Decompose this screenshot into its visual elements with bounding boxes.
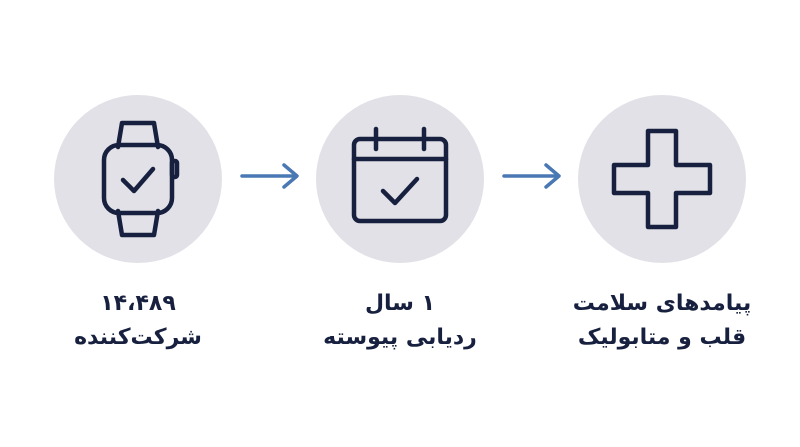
duration-value: ۱ سال [364,291,436,316]
step-1-circle [54,95,222,263]
medical-cross-icon [611,128,713,230]
participants-label: شرکت‌کننده [74,325,202,350]
arrow-right-icon [502,163,561,189]
step-3-label: پیامدهای سلامت قلب و متابولیک [542,287,782,355]
duration-label: ردیابی پیوسته [323,325,477,350]
outcomes-title: پیامدهای سلامت [572,291,752,316]
participants-count: ۱۴،۴۸۹ [100,291,176,316]
step-2-label: ۱ سال ردیابی پیوسته [280,287,520,355]
arrow-right-icon [240,163,299,189]
smartwatch-check-icon [101,120,180,238]
step-1-label: ۱۴،۴۸۹ شرکت‌کننده [18,287,258,355]
step-3-circle [578,95,746,263]
step-2-circle [316,95,484,263]
calendar-check-icon [351,126,449,224]
outcomes-subtitle: قلب و متابولیک [577,325,747,350]
